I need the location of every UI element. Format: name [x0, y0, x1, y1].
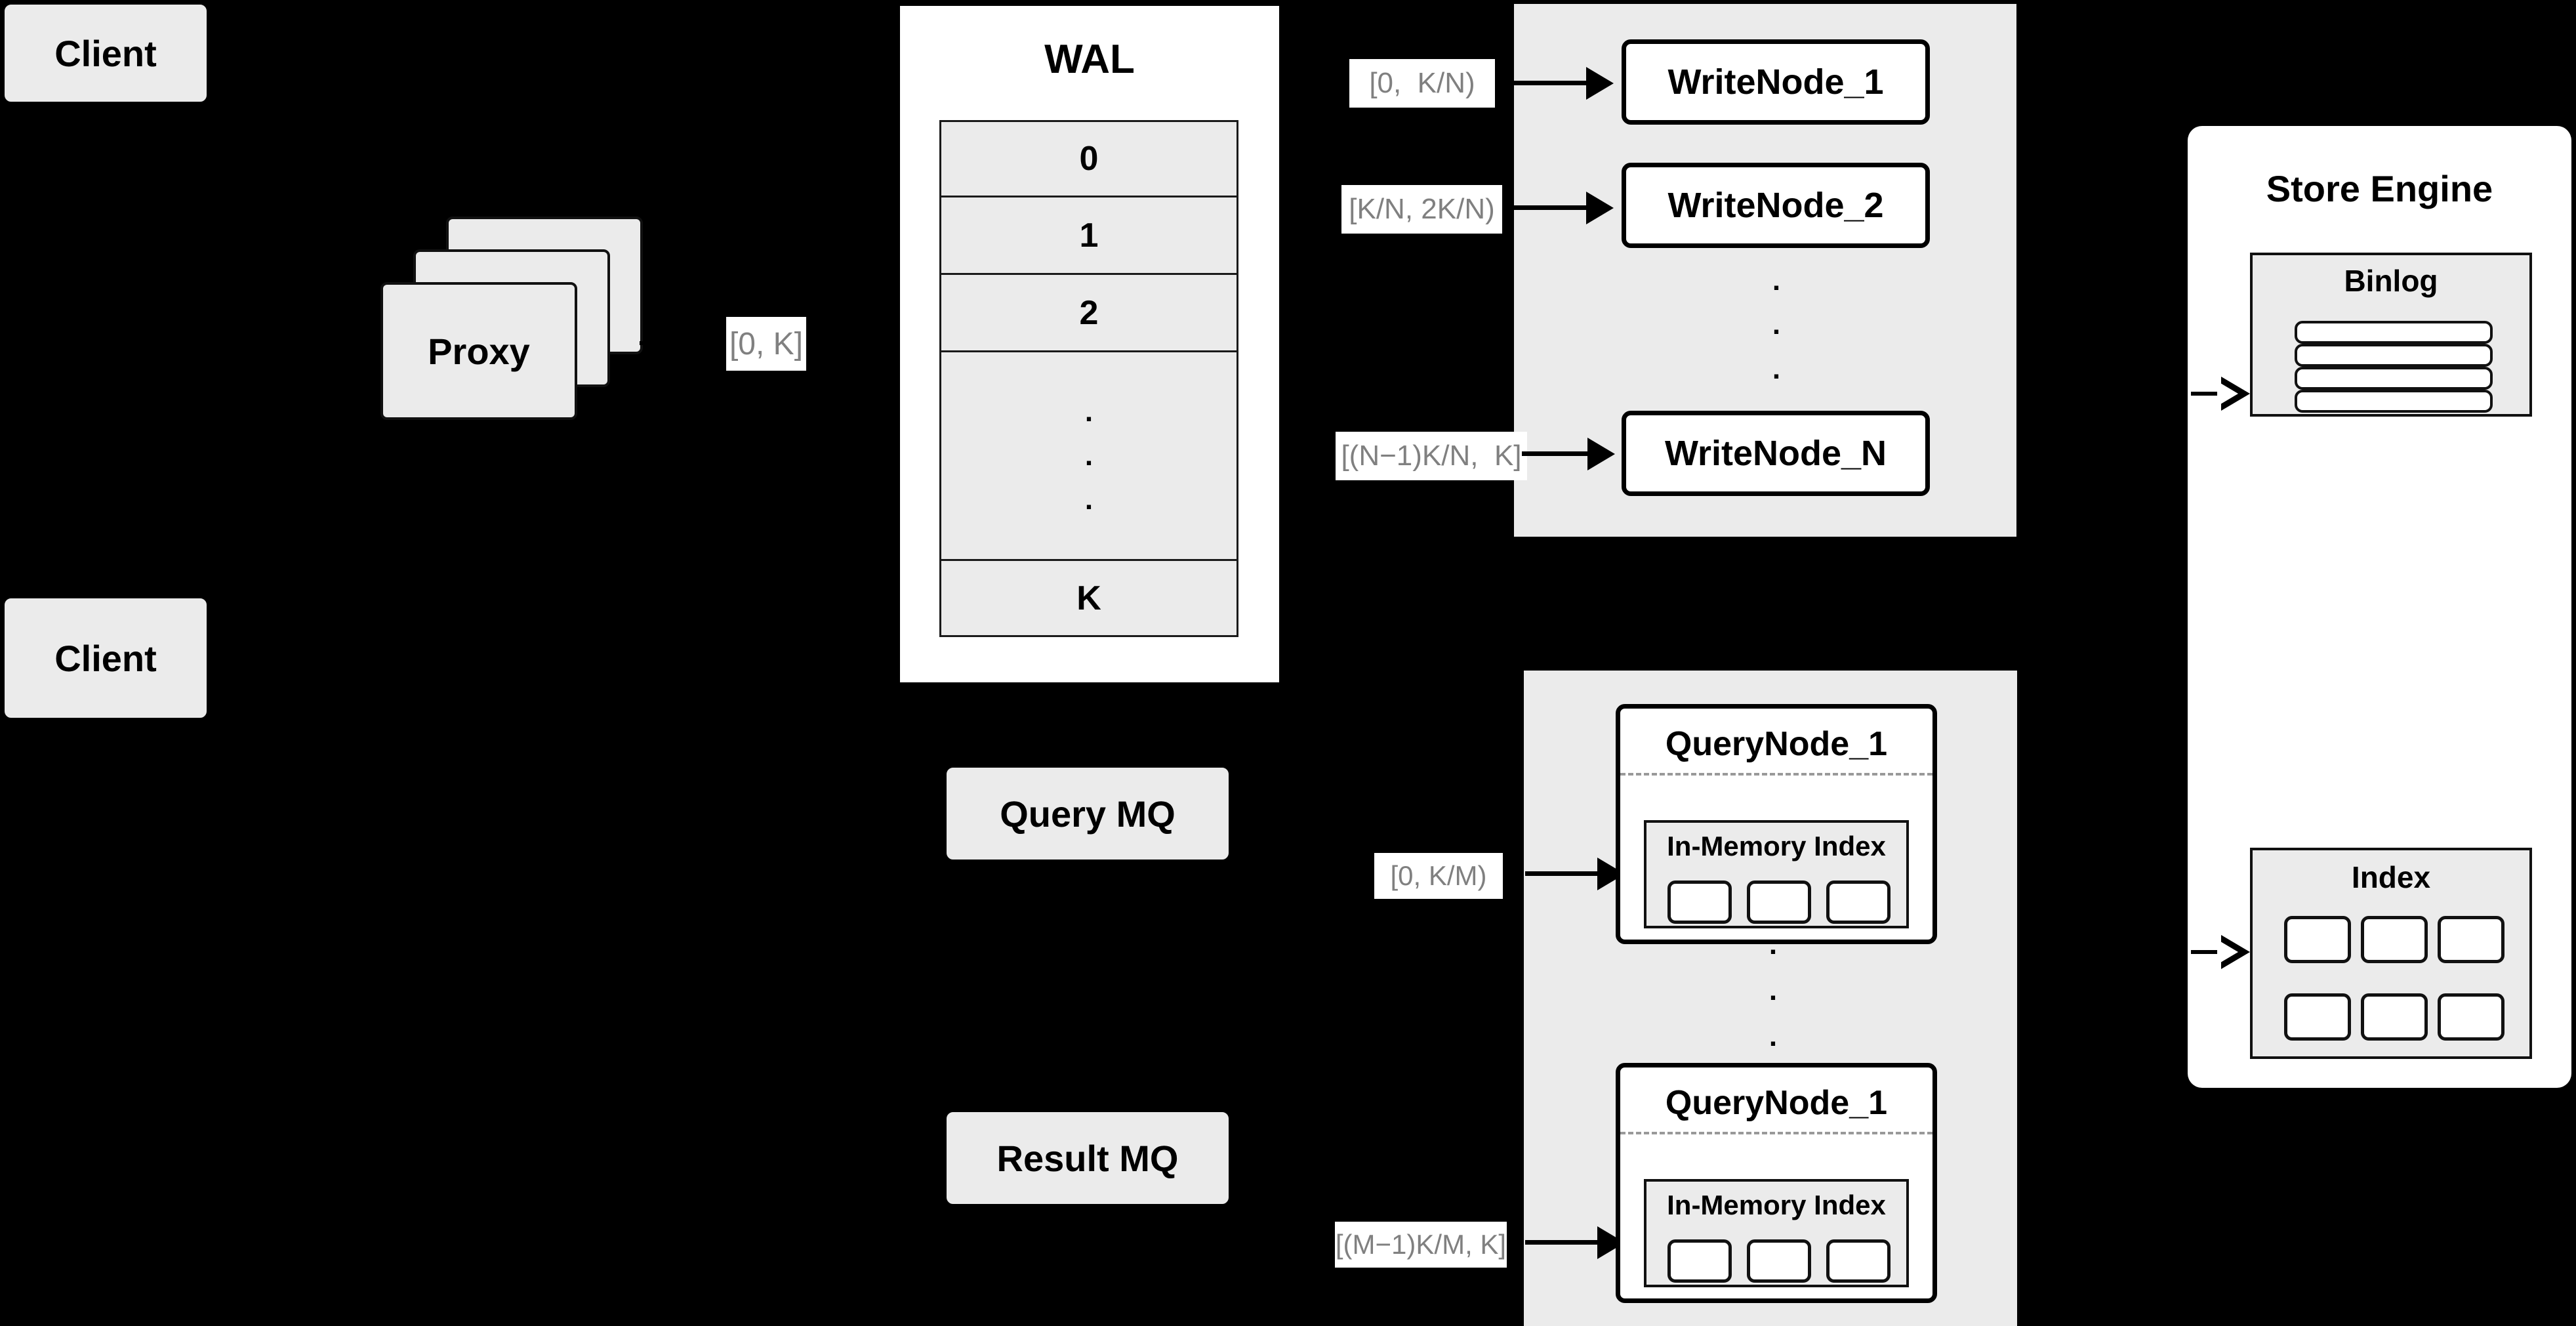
edge-label-text: [(M−1)K/M, K]	[1335, 1229, 1507, 1260]
wal-row-label: 0	[1079, 140, 1099, 178]
in-memory-index-panel-1: In-Memory Index	[1644, 820, 1909, 928]
in-memory-index-label: In-Memory Index	[1667, 831, 1886, 861]
write-node-1[interactable]: WriteNode_1	[1622, 39, 1930, 125]
writenode-n-arrow-head-icon	[1587, 438, 1615, 470]
write-node-2[interactable]: WriteNode_2	[1622, 163, 1930, 248]
wal-row-label: 2	[1079, 293, 1099, 332]
client-label: Client	[54, 32, 157, 74]
write-node-n[interactable]: WriteNode_N	[1622, 411, 1930, 496]
index-cell[interactable]	[2284, 916, 2351, 963]
binlog-arrow-line	[2191, 392, 2222, 396]
wal-row[interactable]: 0	[939, 120, 1238, 196]
binlog-label: Binlog	[2344, 264, 2438, 298]
index-cell-row	[1667, 881, 1891, 924]
index-cell[interactable]	[1826, 1239, 1891, 1283]
result-mq-label: Result MQ	[996, 1137, 1179, 1179]
query-node-label: QueryNode_1	[1665, 725, 1888, 763]
binlog-bar[interactable]	[2295, 367, 2493, 390]
binlog-bar-list	[2295, 321, 2493, 413]
edge-label-wal-to-writenode-n: [(N−1)K/N, K]	[1336, 432, 1527, 480]
edge-label-mq-to-querynode-1: [0, K/M)	[1374, 853, 1503, 899]
edge-label-text: [0, K]	[729, 326, 804, 362]
edge-label-proxy-to-wal: [0, K]	[726, 317, 806, 371]
wal-row[interactable]: K	[939, 559, 1238, 637]
edge-label-mq-to-querynode-m: [(M−1)K/M, K]	[1335, 1222, 1507, 1268]
store-engine-title: Store Engine	[2266, 168, 2493, 209]
edge-label-text: [K/N, 2K/N)	[1349, 193, 1495, 225]
client-box-2[interactable]: Client	[5, 598, 207, 718]
index-cell-row	[2284, 916, 2504, 963]
edge-label-text: [(N−1)K/N, K]	[1341, 440, 1522, 472]
index-cell[interactable]	[1747, 881, 1811, 924]
edge-label-text: [0, K/M)	[1390, 860, 1487, 891]
query-node-label: QueryNode_1	[1665, 1084, 1888, 1122]
binlog-bar[interactable]	[2295, 321, 2493, 344]
index-cell-row	[1667, 1239, 1891, 1283]
query-node-1[interactable]: QueryNode_1 In-Memory Index	[1616, 704, 1937, 944]
result-mq-box[interactable]: Result MQ	[947, 1112, 1229, 1204]
write-node-label: WriteNode_1	[1667, 62, 1884, 102]
index-cell[interactable]	[2361, 993, 2428, 1041]
querynode-m-arrow-line	[1525, 1240, 1597, 1245]
index-cell[interactable]	[2284, 993, 2351, 1041]
binlog-panel: Binlog	[2250, 253, 2532, 417]
index-cell[interactable]	[2438, 993, 2504, 1041]
index-arrow-line	[2191, 950, 2222, 954]
write-node-label: WriteNode_2	[1667, 186, 1884, 225]
write-cluster-ellipsis-icon: ...	[1772, 264, 1781, 385]
index-cell[interactable]	[1667, 881, 1732, 924]
writenode-1-arrow-line	[1514, 81, 1586, 85]
index-cell[interactable]	[1667, 1239, 1732, 1283]
query-node-separator	[1620, 773, 1932, 776]
binlog-bar[interactable]	[2295, 344, 2493, 367]
client-label: Client	[54, 637, 157, 679]
index-label: Index	[2351, 860, 2431, 894]
client-box-1[interactable]: Client	[5, 5, 207, 102]
wal-row-label: K	[1076, 579, 1101, 617]
wal-row[interactable]: 2	[939, 273, 1238, 350]
index-cell-row	[2284, 993, 2504, 1041]
wal-title: WAL	[1044, 37, 1135, 82]
wal-row[interactable]: 1	[939, 196, 1238, 273]
vertical-ellipsis-icon: ...	[1084, 395, 1094, 516]
index-cell[interactable]	[2438, 916, 2504, 963]
edge-label-wal-to-writenode-2: [K/N, 2K/N)	[1341, 185, 1502, 234]
proxy-to-wal-connector	[640, 341, 725, 345]
index-cell[interactable]	[2361, 916, 2428, 963]
write-node-label: WriteNode_N	[1664, 434, 1887, 473]
proxy-stack[interactable]: Proxy	[380, 217, 663, 433]
index-cell[interactable]	[1826, 881, 1891, 924]
wal-row-ellipsis: ...	[939, 350, 1238, 559]
query-mq-box[interactable]: Query MQ	[947, 768, 1229, 860]
writenode-2-arrow-line	[1514, 205, 1586, 210]
proxy-box[interactable]: Proxy	[380, 282, 577, 420]
index-cell-grid	[2284, 916, 2504, 1041]
writenode-n-arrow-line	[1522, 451, 1587, 456]
writenode-2-arrow-head-icon	[1586, 192, 1614, 224]
proxy-label: Proxy	[428, 330, 530, 372]
in-memory-index-panel-2: In-Memory Index	[1644, 1179, 1909, 1287]
in-memory-index-label: In-Memory Index	[1667, 1190, 1886, 1220]
wal-row-list: 0 1 2 ... K	[939, 120, 1238, 637]
query-mq-label: Query MQ	[1000, 793, 1176, 835]
edge-label-text: [0, K/N)	[1369, 67, 1475, 99]
index-cell[interactable]	[1747, 1239, 1811, 1283]
edge-label-wal-to-writenode-1: [0, K/N)	[1349, 59, 1495, 108]
query-node-separator	[1620, 1132, 1932, 1134]
wal-row-label: 1	[1079, 216, 1099, 255]
index-panel: Index	[2250, 848, 2532, 1059]
query-node-m[interactable]: QueryNode_1 In-Memory Index	[1616, 1063, 1937, 1303]
writenode-1-arrow-head-icon	[1586, 67, 1614, 100]
querynode-1-arrow-line	[1525, 871, 1597, 876]
binlog-bar[interactable]	[2295, 390, 2493, 413]
query-cluster-ellipsis-icon: ...	[1768, 928, 1778, 1052]
